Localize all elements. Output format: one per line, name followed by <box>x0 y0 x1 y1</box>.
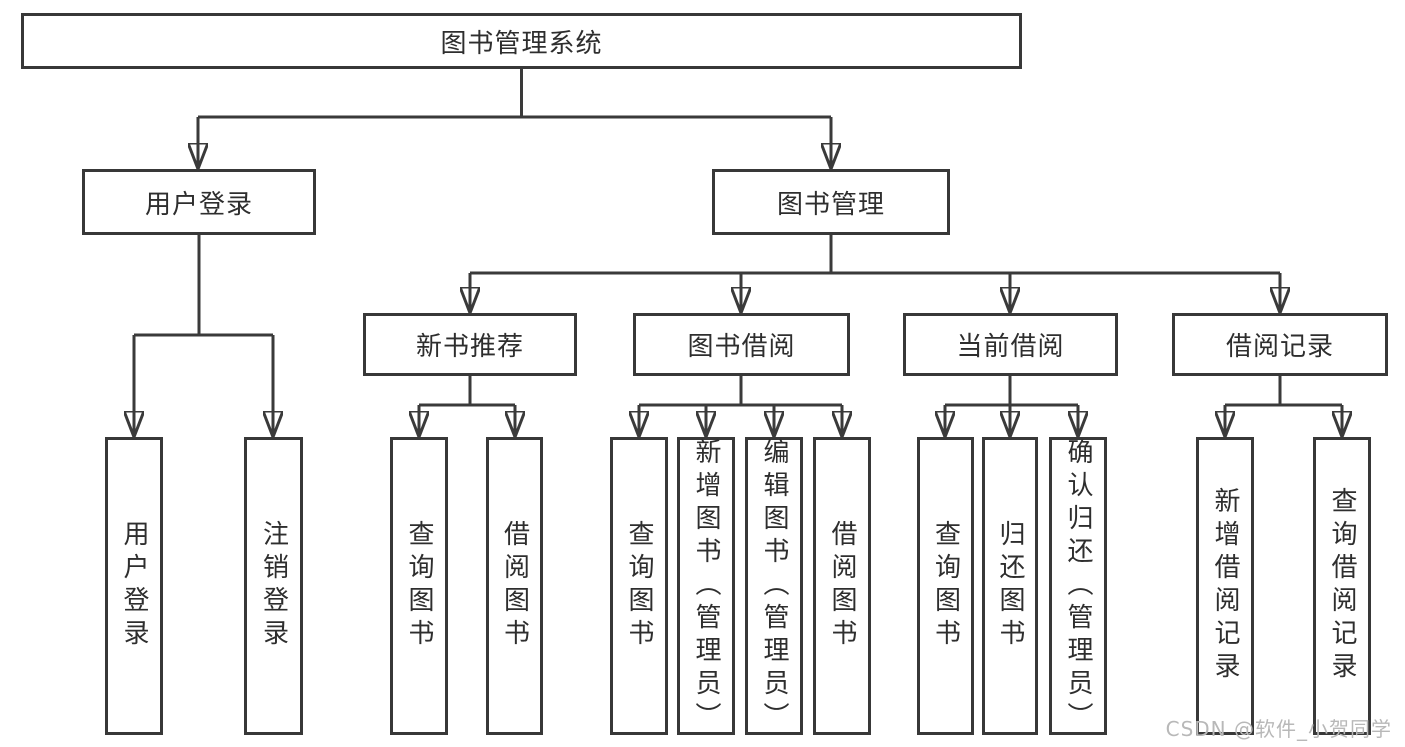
node-current-borrow: 当前借阅 <box>903 313 1118 376</box>
leaf-user-login-label: 用户登录 <box>119 520 149 652</box>
connector-line <box>639 376 842 407</box>
leaf-return-book-label: 归还图书 <box>995 520 1025 652</box>
node-user-login: 用户登录 <box>82 169 316 235</box>
node-current-borrow-label: 当前借阅 <box>956 332 1065 362</box>
leaf-edit-book-admin: 编辑图书（管理员） <box>745 437 803 735</box>
leaf-query-books-recommend-label: 查询图书 <box>404 520 434 652</box>
leaf-add-borrow-record: 新增借阅记录 <box>1196 437 1254 735</box>
leaf-query-books-borrow-label: 查询图书 <box>624 520 654 652</box>
leaf-add-book-admin: 新增图书（管理员） <box>677 437 735 735</box>
connector-line <box>198 69 831 119</box>
node-book-borrow-label: 图书借阅 <box>687 332 796 362</box>
leaf-return-book: 归还图书 <box>982 437 1038 735</box>
leaf-logout: 注销登录 <box>244 437 303 735</box>
leaf-query-books-current: 查询图书 <box>917 437 974 735</box>
leaf-add-borrow-record-label: 新增借阅记录 <box>1210 487 1240 685</box>
watermark: CSDN @软件_小贺同学 <box>1165 717 1392 741</box>
connector-line <box>134 235 273 337</box>
leaf-user-login: 用户登录 <box>105 437 163 735</box>
node-book-borrow: 图书借阅 <box>633 313 850 376</box>
connector-line <box>945 376 1078 407</box>
node-user-login-label: 用户登录 <box>144 189 253 220</box>
node-new-book-recommend-label: 新书推荐 <box>415 332 524 362</box>
node-root-label: 图书管理系统 <box>440 28 603 59</box>
node-borrow-records: 借阅记录 <box>1172 313 1388 376</box>
leaf-query-borrow-record-label: 查询借阅记录 <box>1327 487 1357 685</box>
leaf-query-books-borrow: 查询图书 <box>610 437 668 735</box>
leaf-borrow-books: 借阅图书 <box>813 437 871 735</box>
node-borrow-records-label: 借阅记录 <box>1225 332 1334 362</box>
connector-line <box>1225 376 1342 407</box>
leaf-confirm-return-admin: 确认归还（管理员） <box>1049 437 1107 735</box>
leaf-confirm-return-admin-label: 确认归还（管理员） <box>1063 437 1093 735</box>
leaf-logout-label: 注销登录 <box>258 520 289 652</box>
connector-line <box>470 235 1280 275</box>
leaf-query-borrow-record: 查询借阅记录 <box>1313 437 1371 735</box>
node-book-management: 图书管理 <box>712 169 950 235</box>
leaf-borrow-books-recommend: 借阅图书 <box>486 437 543 735</box>
connector-line <box>419 376 515 407</box>
node-book-management-label: 图书管理 <box>776 189 885 220</box>
node-root: 图书管理系统 <box>21 13 1022 69</box>
leaf-query-books-current-label: 查询图书 <box>930 520 961 652</box>
node-new-book-recommend: 新书推荐 <box>363 313 577 376</box>
leaf-add-book-admin-label: 新增图书（管理员） <box>691 437 721 735</box>
leaf-query-books-recommend: 查询图书 <box>390 437 448 735</box>
leaf-edit-book-admin-label: 编辑图书（管理员） <box>759 437 789 735</box>
leaf-borrow-books-label: 借阅图书 <box>827 520 857 652</box>
leaf-borrow-books-recommend-label: 借阅图书 <box>499 520 530 652</box>
